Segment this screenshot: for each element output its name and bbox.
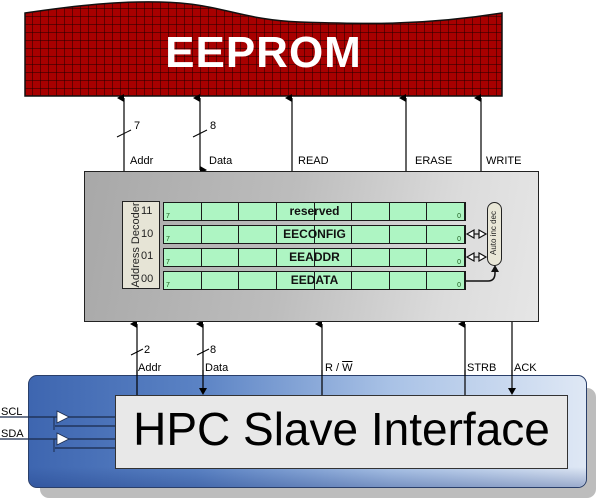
bottom-data-label: Data bbox=[205, 362, 229, 374]
decoder-code-00: 00 bbox=[141, 273, 154, 285]
auto-inc-connectors bbox=[465, 228, 499, 282]
lsb-bit: 0 bbox=[457, 282, 461, 289]
register-eeconfig: 7 0 EECONFIG bbox=[163, 225, 466, 244]
eeprom-block bbox=[24, 1, 503, 97]
decoder-code-10: 10 bbox=[141, 228, 154, 240]
rw-read-part: R / bbox=[325, 362, 343, 374]
bottom-data-width: 8 bbox=[210, 344, 217, 356]
scl-line bbox=[0, 410, 115, 430]
register-name: EEADDR bbox=[289, 250, 340, 264]
msb-bit: 7 bbox=[166, 259, 170, 266]
register-name: reserved bbox=[289, 204, 340, 218]
top-data-wire bbox=[192, 94, 208, 174]
auto-inc-dec-label: Auto inc dec bbox=[489, 210, 498, 256]
bottom-ack-label: ACK bbox=[514, 362, 537, 374]
i2c-inputs bbox=[0, 410, 115, 452]
top-data-label: Data bbox=[209, 155, 233, 167]
decoder-code-11: 11 bbox=[141, 205, 153, 217]
lsb-bit: 0 bbox=[457, 213, 461, 220]
top-data-width: 8 bbox=[210, 120, 217, 132]
hpc-title: HPC Slave Interface bbox=[133, 403, 550, 455]
rw-write-part: W bbox=[342, 362, 353, 374]
register-reserved: 7 0 reserved bbox=[163, 202, 466, 221]
msb-bit: 7 bbox=[166, 213, 170, 220]
scl-label: SCL bbox=[1, 406, 23, 418]
eeprom-title: EEPROM bbox=[165, 28, 362, 77]
eedata-to-autoinc-wire bbox=[466, 269, 496, 282]
hpc-slave-interface: HPC Slave Interface bbox=[115, 395, 568, 469]
top-read-label: READ bbox=[298, 155, 329, 167]
decoder-code-01: 01 bbox=[141, 250, 154, 262]
bottom-strb-label: STRB bbox=[467, 362, 497, 374]
top-addr-label: Addr bbox=[130, 155, 154, 167]
bottom-addr-label: Addr bbox=[138, 362, 162, 374]
top-addr-wire bbox=[116, 94, 132, 171]
arrowhead-icon bbox=[491, 265, 499, 272]
sda-line bbox=[0, 432, 115, 452]
top-write-label: WRITE bbox=[486, 155, 522, 167]
lsb-bit: 0 bbox=[457, 259, 461, 266]
register-eeaddr: 7 0 EEADDR bbox=[163, 248, 466, 267]
bidir-arrow-icon bbox=[465, 251, 488, 263]
buffer-icon bbox=[56, 410, 70, 424]
register-eedata: 7 0 EEDATA bbox=[163, 271, 466, 290]
bidir-arrow-icon bbox=[465, 228, 488, 240]
msb-bit: 7 bbox=[166, 282, 170, 289]
sda-label: SDA bbox=[1, 428, 24, 440]
auto-inc-dec: Auto inc dec bbox=[487, 202, 502, 266]
lsb-bit: 0 bbox=[457, 236, 461, 243]
register-name: EECONFIG bbox=[283, 227, 346, 241]
bottom-addr-width: 2 bbox=[144, 344, 151, 356]
bottom-rw-label: R / W bbox=[325, 362, 353, 374]
hpc-wire-overlay bbox=[136, 370, 516, 396]
register-name: EEDATA bbox=[290, 273, 339, 287]
buffer-icon bbox=[56, 432, 70, 446]
address-decoder: Address Decoder 11 10 01 00 bbox=[122, 201, 160, 289]
msb-bit: 7 bbox=[166, 236, 170, 243]
top-erase-label: ERASE bbox=[415, 155, 453, 167]
top-addr-width: 7 bbox=[134, 120, 141, 132]
